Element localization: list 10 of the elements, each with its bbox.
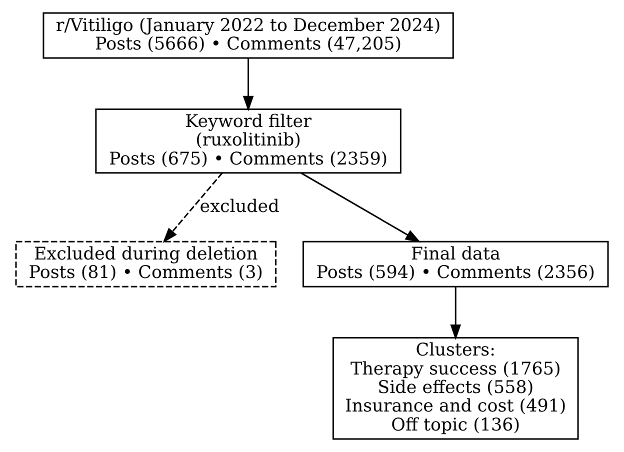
arrow	[300, 172, 421, 243]
arrow	[450, 287, 462, 340]
node-box: r/Vitiligo (January 2022 to December 2024) Posts (5666) • Comments (47,205)	[42, 12, 454, 59]
node-box: Excluded during deletion Posts (81) • Comments (3)	[15, 240, 277, 288]
arrow	[162, 172, 223, 244]
arrow	[242, 58, 254, 112]
node-box: Keyword filter (ruxolitinib) Posts (675) • Comments (2359)	[95, 108, 402, 174]
node-box: Final data Posts (594) • Comments (2356)	[302, 240, 609, 288]
node-box: Clusters: Therapy success (1765) Side effects (558) Insurance and cost (491) Off topic (136)	[332, 337, 579, 440]
edge-label: excluded	[200, 196, 280, 217]
